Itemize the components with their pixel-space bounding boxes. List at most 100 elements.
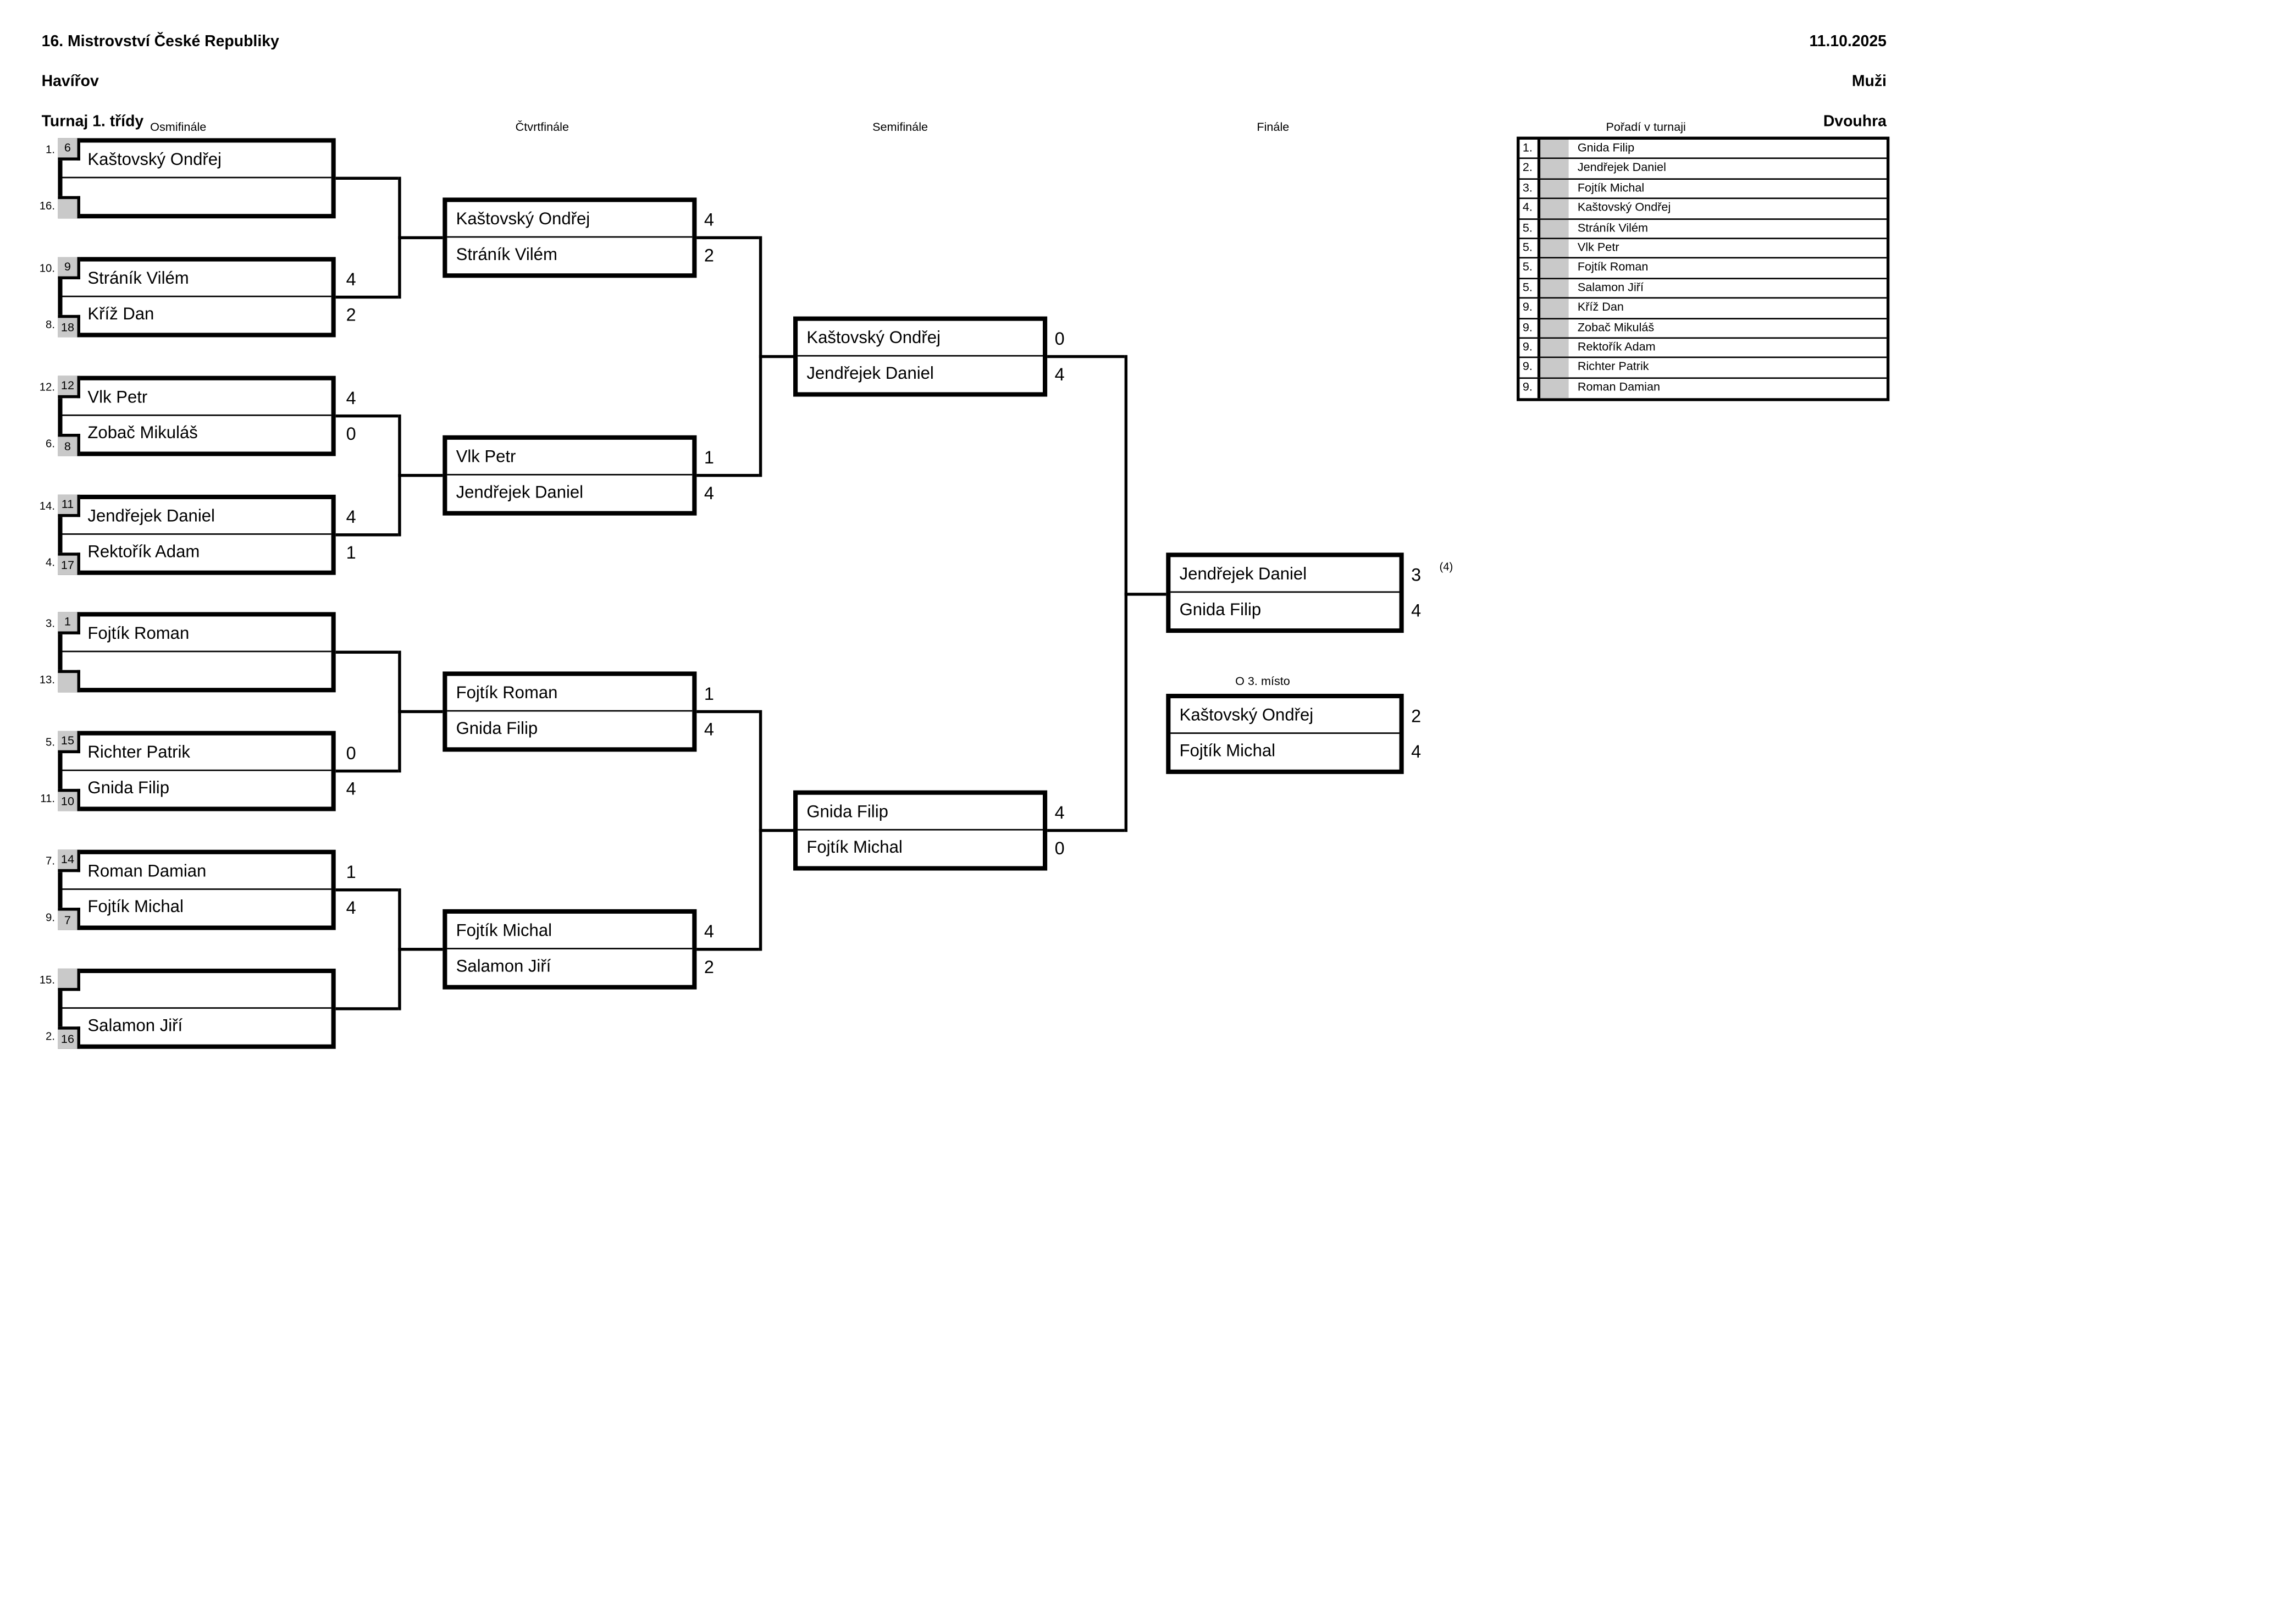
player-id-box: 9 <box>58 257 80 280</box>
match-r16-2: 10. 8. 9 18 Stráník Vilém Kříž Dan 4 2 <box>40 257 356 338</box>
player-name: Vlk Petr <box>1577 240 1619 254</box>
match-r16-7: 7. 9. 14 7 Roman Damian Fojtík Michal 1 … <box>46 849 356 930</box>
club-cell <box>1540 279 1569 297</box>
player-id-box: 17 <box>58 553 80 575</box>
connector-line <box>335 769 399 773</box>
rank-cell: 3. <box>1519 179 1541 198</box>
player-name: Kříž Dan <box>1577 300 1624 314</box>
match-third-place: Kaštovský Ondřej Fojtík Michal 2 4 <box>1166 693 1421 774</box>
match-qf-3: Fojtík Roman Gnida Filip 1 4 <box>443 671 714 752</box>
divider <box>447 236 693 238</box>
match-r16-4: 14. 4. 11 17 Jendřejek Daniel Rektořík A… <box>40 494 356 575</box>
divider <box>62 176 331 179</box>
club-cell <box>1540 318 1569 338</box>
player-id-box: 10 <box>58 788 80 811</box>
connector-line <box>696 236 759 240</box>
standings-row: 5.Fojtík Roman <box>1519 259 1887 279</box>
score-note: (4) <box>1439 560 1453 574</box>
match-r16-5: 3. 13. 1 Fojtík Roman <box>40 612 336 693</box>
player-name: Gnida Filip <box>87 780 169 798</box>
player-name: Stráník Vilém <box>456 246 557 265</box>
standings-row: 9. Richter Patrik <box>1519 358 1887 379</box>
score: 4 <box>1054 802 1065 824</box>
divider <box>62 414 331 416</box>
seed-label: 8. <box>46 318 55 332</box>
player-name: Jendřejek Daniel <box>1577 161 1666 175</box>
match-qf-1: Kaštovský Ondřej Stráník Vilém 4 2 <box>443 197 714 278</box>
club-cell <box>1540 259 1569 278</box>
standings-row: 9.Zobač Mikuláš <box>1519 318 1887 339</box>
player-name: Jendřejek Daniel <box>1179 566 1307 584</box>
divider <box>62 650 331 653</box>
player-name: Jendřejek Daniel <box>806 365 934 384</box>
seed-label: 4. <box>46 555 55 569</box>
event-date: 11.10.2025 <box>1809 32 1887 51</box>
player-name: Jendřejek Daniel <box>87 508 215 526</box>
divider <box>798 355 1043 357</box>
standings-title: Pořadí v turnaji <box>1606 120 1686 134</box>
connector-line <box>335 295 399 299</box>
club-cell <box>1540 299 1569 317</box>
seed-label: 14. <box>39 499 55 513</box>
seed-label: 12. <box>39 380 55 394</box>
player-name: Stráník Vilém <box>1577 220 1649 234</box>
player-name: Fojtík Roman <box>456 684 558 703</box>
connector-line <box>398 236 443 240</box>
player-name: Roman Damian <box>1577 379 1661 394</box>
club-cell <box>1540 239 1569 258</box>
divider <box>1170 732 1400 734</box>
connector-line <box>696 474 759 477</box>
player-name: Fojtík Roman <box>1577 260 1649 274</box>
connector-line <box>398 474 443 477</box>
standings-row: 5.Stráník Vilém <box>1519 219 1887 239</box>
match-sf-1: Kaštovský Ondřej Jendřejek Daniel 0 4 <box>793 316 1065 397</box>
seed-label: 16. <box>39 199 55 213</box>
match-qf-2: Vlk Petr Jendřejek Daniel 1 4 <box>443 435 714 516</box>
event-header: 16. Mistrovství České Republiky Havířov … <box>42 32 279 132</box>
seed-label: 9. <box>46 910 55 924</box>
score: 4 <box>704 921 714 942</box>
round-label-final: Finále <box>1257 120 1290 134</box>
player-name: Rektořík Adam <box>87 544 200 562</box>
player-name: Zobač Mikuláš <box>87 424 198 443</box>
match-r16-6: 5. 11. 15 10 Richter Patrik Gnida Filip … <box>40 731 356 811</box>
score: 1 <box>346 861 356 883</box>
score: 2 <box>704 957 714 978</box>
divider <box>62 533 331 535</box>
score: 4 <box>346 506 356 528</box>
score: 4 <box>346 897 356 919</box>
score: 4 <box>346 778 356 799</box>
player-name: Richter Patrik <box>1577 360 1649 374</box>
standings-row: 2.Jendřejek Daniel <box>1519 159 1887 180</box>
connector-line <box>335 888 399 892</box>
player-name: Vlk Petr <box>87 389 148 407</box>
connector-line <box>398 710 443 714</box>
connector-line <box>335 414 399 418</box>
score: 1 <box>704 683 714 704</box>
connector-line <box>759 355 794 358</box>
player-id-box: 12 <box>58 375 80 399</box>
player-name: Salamon Jiří <box>87 1018 183 1036</box>
divider <box>1170 591 1400 593</box>
player-name: Gnida Filip <box>1577 141 1635 155</box>
score: 1 <box>346 542 356 564</box>
rank-cell: 5. <box>1519 239 1541 258</box>
player-name: Fojtík Michal <box>87 898 184 917</box>
connector-line <box>759 828 794 832</box>
player-name: Kaštovský Ondřej <box>1179 707 1314 725</box>
score: 4 <box>704 209 714 230</box>
club-cell <box>1540 140 1569 158</box>
player-id-box: 14 <box>58 849 80 872</box>
club-cell <box>1540 378 1569 399</box>
rank-cell: 9. <box>1519 358 1541 377</box>
divider <box>447 948 693 949</box>
rank-cell: 9. <box>1519 318 1541 338</box>
score: 2 <box>704 245 714 266</box>
score: 4 <box>346 269 356 290</box>
score: 2 <box>1411 705 1422 727</box>
player-id-box <box>58 196 80 219</box>
seed-label: 2. <box>46 1029 55 1043</box>
connector-line <box>335 650 399 654</box>
player-name: Fojtík Michal <box>456 923 552 941</box>
